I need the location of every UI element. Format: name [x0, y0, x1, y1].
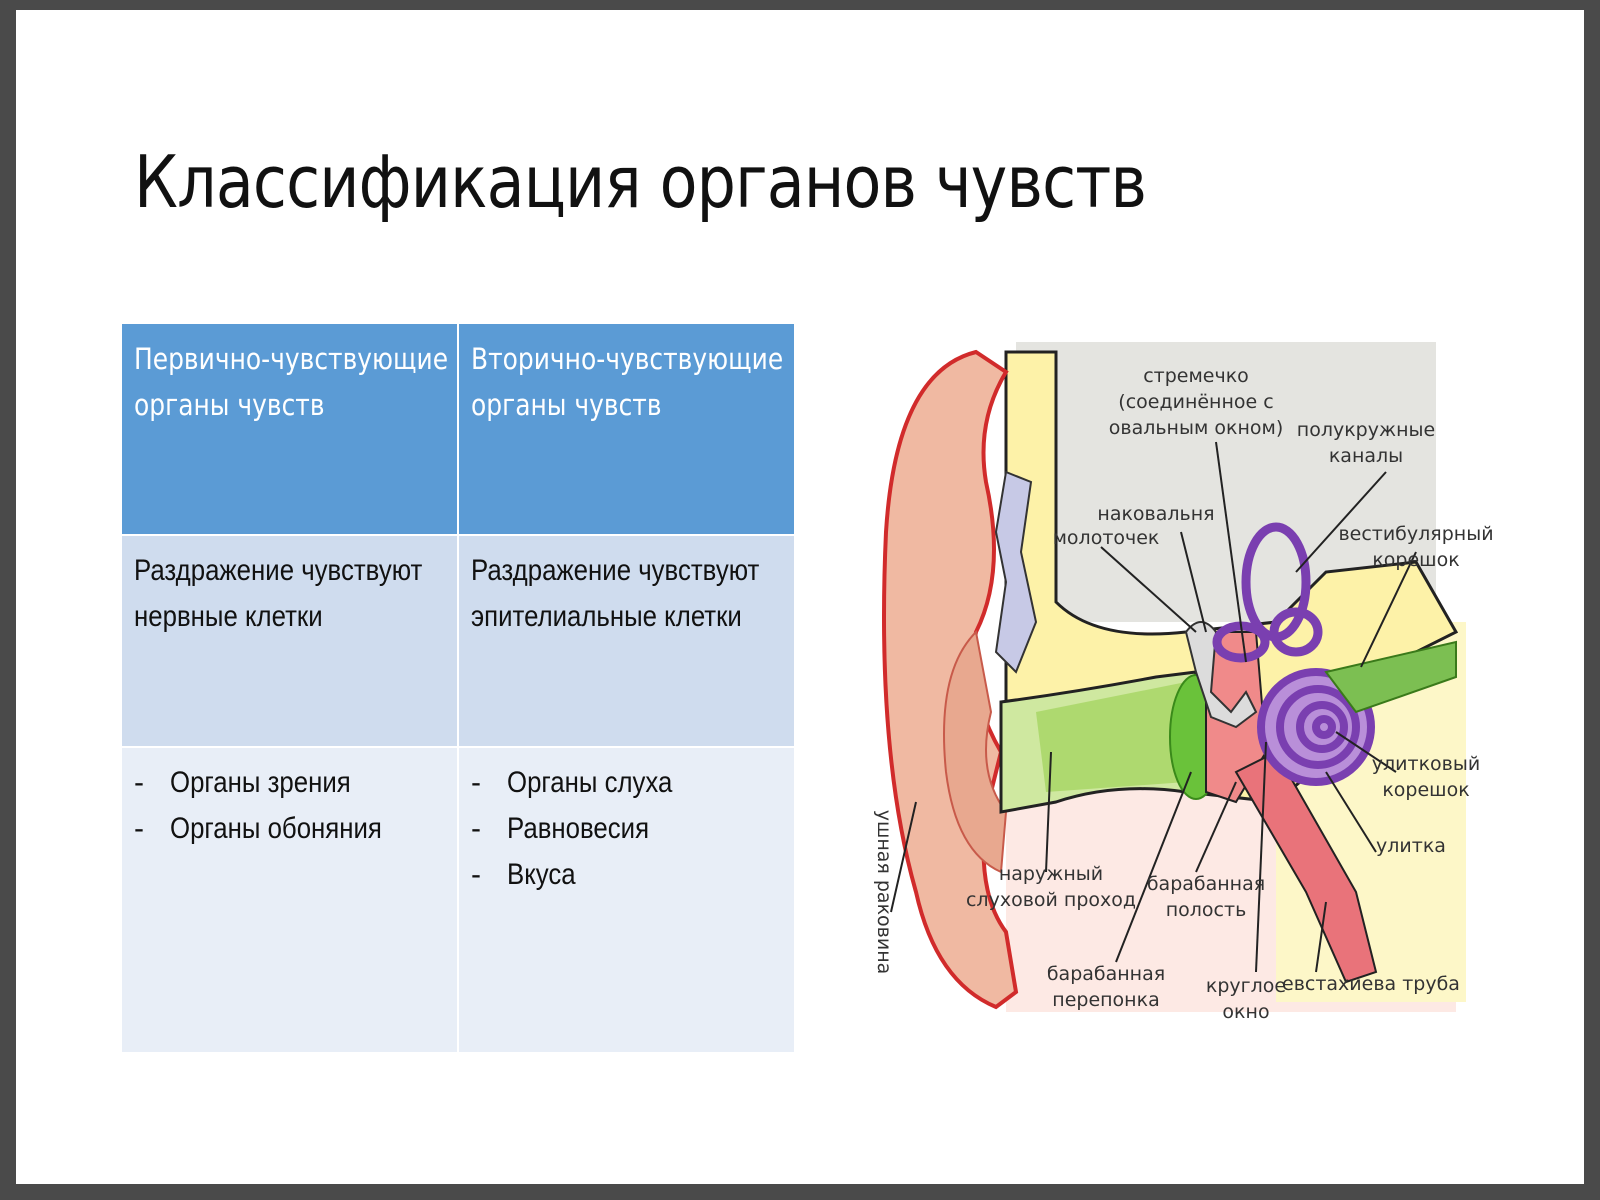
label-round-1: круглое: [1206, 975, 1286, 997]
cell-text: Раздражение чувствуют: [471, 554, 760, 587]
label-membrane-2: перепонка: [1052, 989, 1159, 1011]
header-primary-line-2: органы чувств: [134, 388, 325, 422]
label-cochlea: улитка: [1376, 835, 1446, 857]
leader-lines: [890, 441, 1417, 973]
header-cell-secondary: Вторично-чувствующие органы чувств: [457, 322, 796, 536]
ear-anatomy-diagram: стремечко (соединённое с овальным окном)…: [873, 342, 1494, 1023]
label-eustachian: евстахиева труба: [1282, 973, 1460, 995]
list-item: Органы слуха: [471, 760, 782, 806]
cell-text: Раздражение чувствуют: [134, 554, 423, 587]
cell-secondary-organs: Органы слуха Равновесия Вкуса: [457, 746, 796, 1054]
pinna-inner: [943, 629, 1008, 874]
table-row: Органы зрения Органы обоняния Органы слу…: [120, 746, 796, 1054]
label-canals-2: каналы: [1329, 445, 1403, 467]
header-secondary-line-2: органы чувств: [471, 388, 662, 422]
secondary-organs-list: Органы слуха Равновесия Вкуса: [471, 760, 782, 898]
label-pinna: ушная раковина: [873, 810, 895, 975]
cell-text: эпителиальные клетки: [471, 600, 742, 633]
list-item: Равновесия: [471, 806, 782, 852]
label-cavity-2: полость: [1166, 899, 1247, 921]
primary-organs-list: Органы зрения Органы обоняния: [134, 760, 445, 852]
cell-text: нервные клетки: [134, 600, 323, 633]
list-item: Органы зрения: [134, 760, 445, 806]
label-cavity-1: барабанная: [1147, 873, 1265, 895]
table-header-row: Первично-чувствующие органы чувств Втори…: [120, 322, 796, 536]
cochlea: [1257, 668, 1375, 786]
header-primary-line-1: Первично-чувствующие: [134, 342, 449, 376]
canal-3: [1269, 607, 1323, 657]
label-membrane-1: барабанная: [1047, 963, 1165, 985]
label-canal-1: наружный: [999, 863, 1103, 885]
canal-green: [1036, 682, 1186, 792]
label-stapes-2: (соединённое с: [1118, 391, 1273, 413]
label-vestibular-1: вестибулярный: [1338, 523, 1493, 545]
label-incus: наковальня: [1097, 503, 1214, 525]
list-item: Органы обоняния: [134, 806, 445, 852]
label-stapes-1: стремечко: [1143, 365, 1249, 387]
label-stapes-3: овальным окном): [1109, 417, 1284, 439]
list-item: Вкуса: [471, 852, 782, 898]
label-vestibular-2: корешок: [1372, 549, 1459, 571]
cartilage: [994, 470, 1038, 674]
label-canals-1: полукружные: [1297, 419, 1435, 441]
label-cochlear-1: улитковый: [1372, 753, 1480, 775]
label-canal-2: слуховой проход: [966, 889, 1136, 911]
cell-primary-stimulus: Раздражение чувствуют нервные клетки: [120, 534, 459, 748]
cell-primary-organs: Органы зрения Органы обоняния: [120, 746, 459, 1054]
vestibulocochlear-nerve: [1324, 640, 1457, 714]
label-round-2: окно: [1222, 1001, 1269, 1023]
header-secondary-line-1: Вторично-чувствующие: [471, 342, 784, 376]
classification-table: Первично-чувствующие органы чувств Втори…: [120, 322, 796, 1054]
slide-title: Классификация органов чувств: [134, 140, 1147, 224]
label-malleus: молоточек: [1053, 527, 1160, 549]
cell-secondary-stimulus: Раздражение чувствуют эпителиальные клет…: [457, 534, 796, 748]
header-cell-primary: Первично-чувствующие органы чувств: [120, 322, 459, 536]
table-row: Раздражение чувствуют нервные клетки Раз…: [120, 534, 796, 748]
label-cochlear-2: корешок: [1382, 779, 1469, 801]
slide: Классификация органов чувств Первично-чу…: [16, 10, 1584, 1184]
